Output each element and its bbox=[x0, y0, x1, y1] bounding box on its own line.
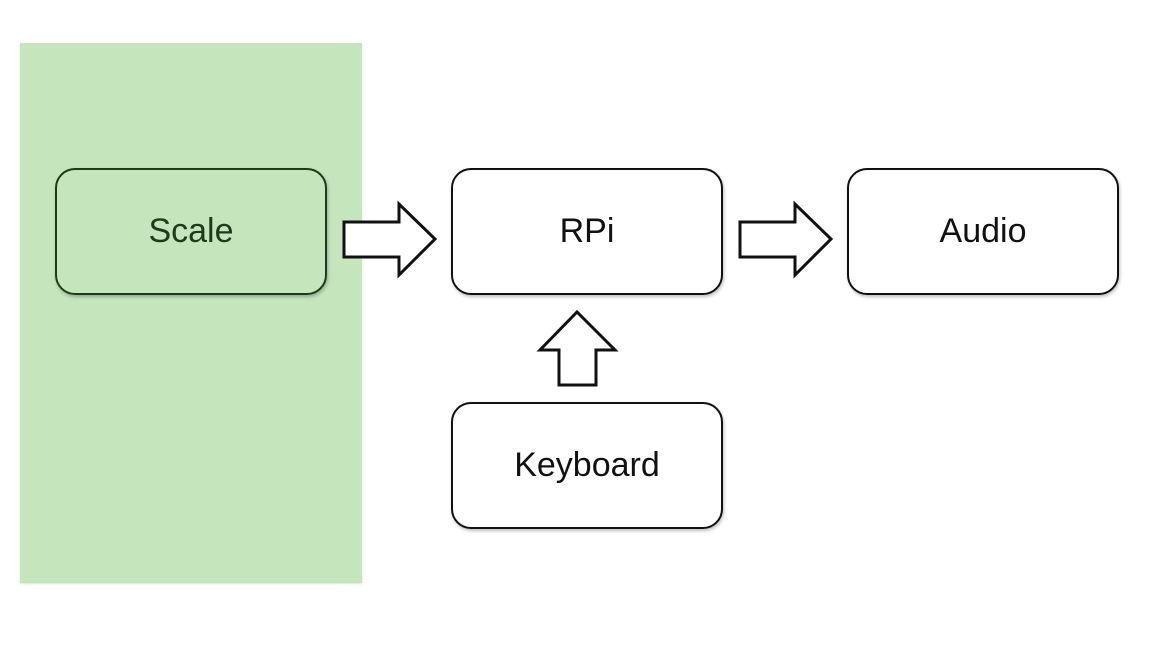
scale-highlight-region bbox=[20, 43, 362, 583]
keyboard-node-label: Keyboard bbox=[514, 446, 660, 484]
scale-node: Scale bbox=[55, 168, 327, 295]
arrow-rpi-to-audio bbox=[738, 200, 834, 279]
keyboard-node: Keyboard bbox=[451, 402, 723, 529]
rpi-node: RPi bbox=[451, 168, 723, 295]
arrow-keyboard-to-rpi bbox=[536, 309, 619, 387]
audio-node: Audio bbox=[847, 168, 1119, 295]
rpi-node-label: RPi bbox=[559, 212, 615, 250]
scale-node-label: Scale bbox=[148, 212, 234, 250]
audio-node-label: Audio bbox=[939, 212, 1027, 250]
